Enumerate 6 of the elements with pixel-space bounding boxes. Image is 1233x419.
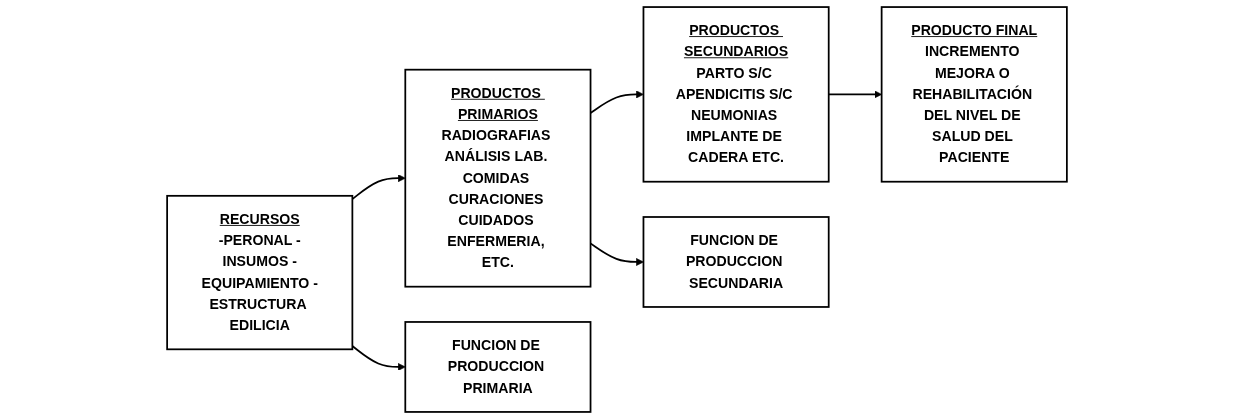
node-box: PRODUCTO FINAL INCREMENTO MEJORA O REHABILITACIÓN DEL NIVEL DE SALUD DEL PACIENTE: [880, 6, 1068, 183]
node-box: FUNCION DE PRODUCCION PRIMARIA: [403, 321, 591, 413]
node-box: FUNCION DE PRODUCCION SECUNDARIA: [642, 216, 830, 308]
node-box: PRODUCTOS PRIMARIOS RADIOGRAFIAS ANÁLISIS LAB. COMIDAS CURACIONES CUIDADOS ENFERMERIA, ETC.: [403, 68, 591, 288]
node-box: PRODUCTOS SECUNDARIOS PARTO S/C APENDICITIS S/C NEUMONIAS IMPLANTE DE CADERA ETC.: [642, 6, 830, 183]
node-box: RECURSOS -PERONAL -INSUMOS -EQUIPAMIENTO -ESTRUCTURA EDILICIA: [165, 194, 353, 351]
